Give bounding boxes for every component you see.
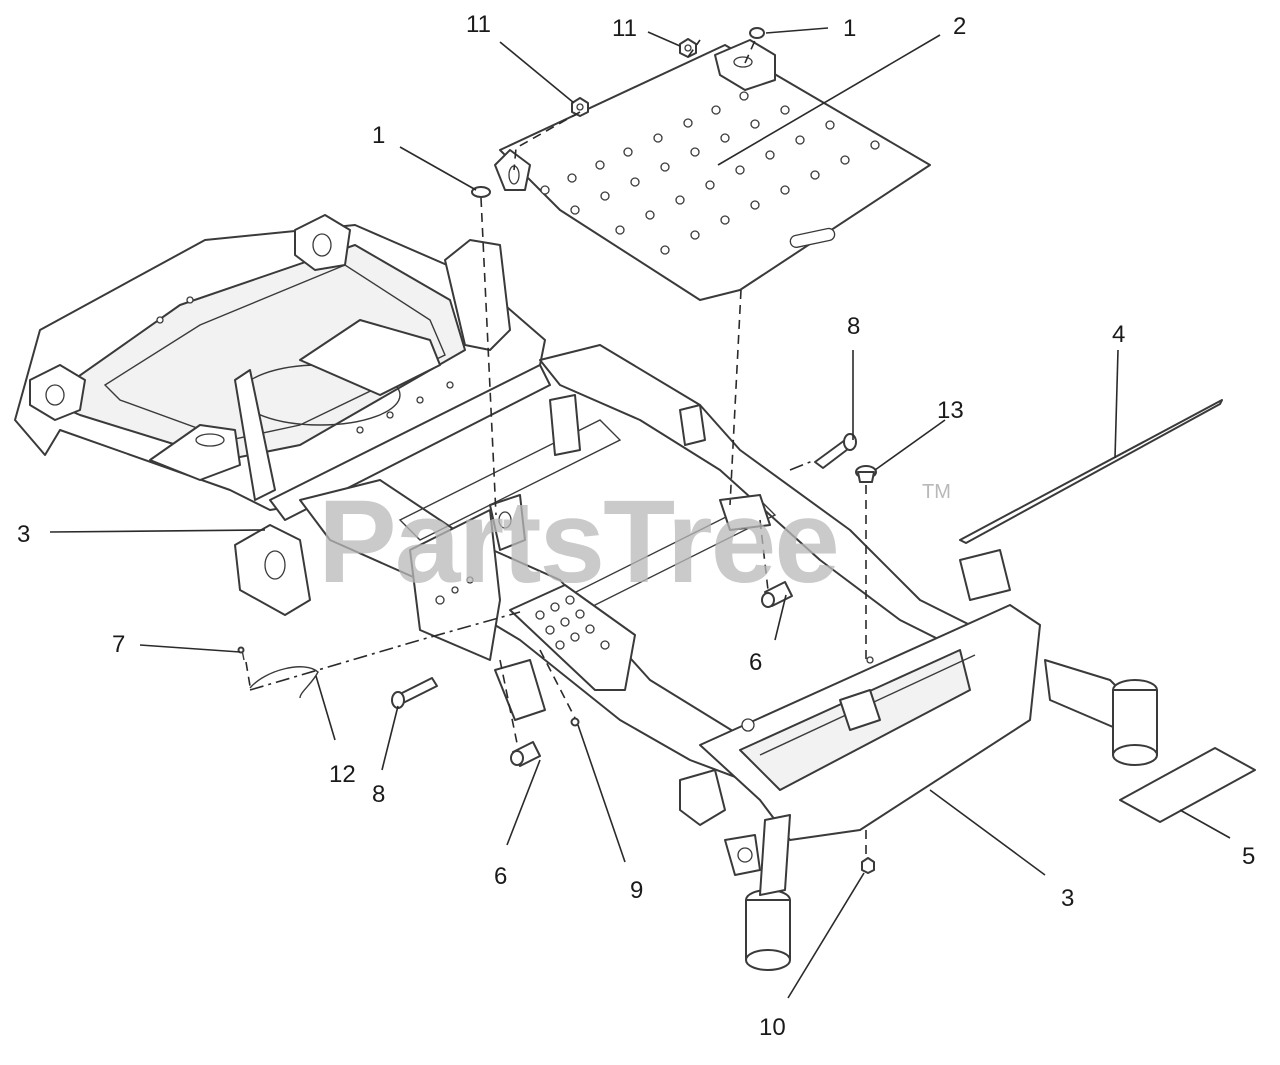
watermark-text: PartsTree [318, 476, 838, 608]
callout-1-washer-left: 1 [372, 122, 385, 149]
callout-3-frame-right: 3 [1061, 885, 1074, 912]
callout-9-bolt: 9 [630, 877, 643, 904]
callout-8-bolt-left: 8 [372, 781, 385, 808]
leader-lines [49, 27, 1231, 999]
callout-10-nut-bottom: 10 [759, 1014, 786, 1041]
upper-frame-assembly [14, 214, 551, 616]
callout-4-decal: 4 [1112, 321, 1125, 348]
callout-6-spacer-right: 6 [749, 649, 762, 676]
main-frame [299, 344, 1158, 971]
hardware [237, 27, 877, 874]
callout-6-spacer-left: 6 [494, 863, 507, 890]
plate-holes [540, 91, 880, 255]
callout-3-frame-left: 3 [17, 521, 30, 548]
decal-strip [959, 399, 1223, 544]
callout-2-top-plate: 2 [953, 13, 966, 40]
callout-labels: 11 11 1 2 1 8 4 13 3 6 7 12 8 6 9 3 5 10 [17, 11, 1255, 1041]
callout-7-pin: 7 [112, 631, 125, 658]
watermark-trademark: TM [922, 481, 951, 503]
callout-13-cap: 13 [937, 397, 964, 424]
callout-11-nut-right: 11 [612, 15, 637, 42]
floor-mat [1119, 747, 1256, 823]
watermark: PartsTree TM [318, 476, 951, 608]
callout-1-washer-top: 1 [843, 15, 856, 42]
callout-8-bolt-right: 8 [847, 313, 860, 340]
callout-11-nut-left: 11 [466, 11, 491, 38]
alignment-lines [245, 35, 867, 858]
top-deck-plate [494, 39, 931, 301]
callout-12-clip: 12 [329, 761, 356, 788]
callout-5-floor-mat: 5 [1242, 843, 1255, 870]
